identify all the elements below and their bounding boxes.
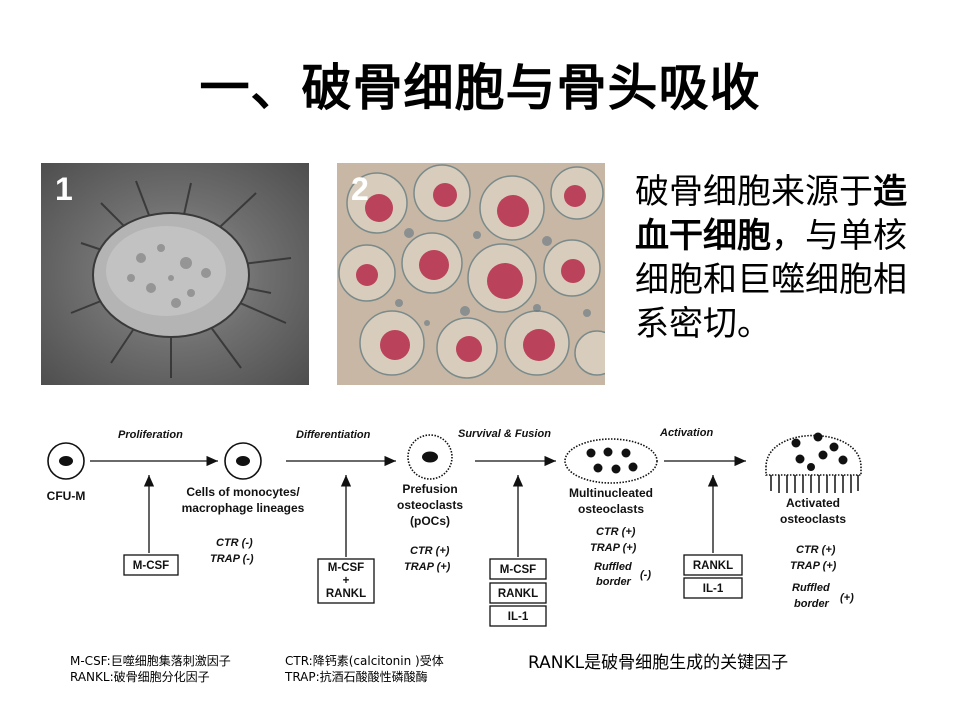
multinucleated-osteoclast-cell (564, 438, 658, 484)
photo-number-1: 1 (55, 171, 73, 207)
legend-mcsf: M-CSF:巨噬细胞集落刺激因子 (70, 654, 231, 668)
marker-ruffled-1: Ruffled (594, 561, 632, 573)
factor-plus: + (343, 575, 350, 587)
marker-ctr-pos-2: CTR (+) (596, 526, 636, 538)
factor-il1-2: IL-1 (703, 583, 724, 595)
step-survival-fusion: Survival & Fusion (458, 428, 551, 440)
marker-trap-pos-3: TRAP (+) (790, 560, 837, 572)
stained-cells-image: 2 (337, 163, 605, 385)
factor-rankl-3: RANKL (693, 560, 733, 572)
box-mcsf-2 (489, 558, 547, 580)
marker-neg: (-) (640, 569, 651, 581)
origin-text-part2: ，与单核细胞和巨噬细胞相系密切。 (635, 216, 907, 344)
label-prefusion-1: Prefusion (402, 482, 457, 496)
label-monocytes-2: macrophage lineages (182, 501, 305, 515)
marker-trap-neg: TRAP (-) (210, 553, 254, 565)
box-il1-1 (489, 605, 547, 627)
box-mcsf-rankl (317, 558, 375, 604)
monocyte-cell (224, 442, 262, 480)
cfu-m-cell (47, 442, 85, 480)
label-monocytes-1: Cells of monocytes/ (186, 485, 300, 499)
box-il1-2 (683, 577, 743, 599)
factor-il1-1: IL-1 (508, 611, 529, 623)
label-multinucleated-2: osteoclasts (578, 502, 644, 516)
label-prefusion-2: osteoclasts (397, 498, 463, 512)
factor-mcsf-3: M-CSF (500, 564, 536, 576)
origin-text-bold: 造血干细胞 (635, 172, 907, 256)
box-rankl-2 (489, 582, 547, 604)
marker-ruffled-2: Ruffled (792, 582, 830, 594)
legend-right: CTR:降钙素(calcitonin )受体 TRAP:抗酒石酸酸性磷酸酶 (285, 653, 444, 685)
factor-mcsf-2: M-CSF (328, 562, 364, 574)
sem-osteoclast-image: 1 (41, 163, 309, 385)
osteoclast-differentiation-diagram: Proliferation Differentiation Survival &… (47, 427, 862, 627)
factor-mcsf-1: M-CSF (133, 560, 169, 572)
step-proliferation: Proliferation (118, 429, 183, 441)
step-differentiation: Differentiation (296, 429, 371, 441)
label-cfu-m: CFU-M (47, 489, 86, 503)
marker-trap-pos-2: TRAP (+) (590, 542, 637, 554)
box-mcsf-1 (123, 554, 179, 576)
label-activated-1: Activated (786, 496, 840, 510)
marker-border-1: border (596, 576, 632, 588)
step-activation: Activation (659, 427, 713, 439)
rankl-key-note: RANKL是破骨细胞生成的关键因子 (528, 653, 789, 673)
osteoclast-origin-text: 破骨细胞来源于造血干细胞，与单核细胞和巨噬细胞相系密切。 (635, 170, 925, 346)
photo-number-2: 2 (351, 171, 369, 207)
legend-trap: TRAP:抗酒石酸酸性磷酸酶 (285, 670, 428, 684)
legend-rankl: RANKL:破骨细胞分化因子 (70, 670, 210, 684)
marker-trap-pos-1: TRAP (+) (404, 561, 451, 573)
slide-title: 一、破骨细胞与骨头吸收 (199, 59, 761, 117)
factor-rankl-2: RANKL (498, 588, 538, 600)
label-activated-2: osteoclasts (780, 512, 846, 526)
prefusion-osteoclast-cell (407, 434, 453, 480)
label-multinucleated-1: Multinucleated (569, 486, 653, 500)
marker-ctr-pos-3: CTR (+) (796, 544, 836, 556)
legend-left: M-CSF:巨噬细胞集落刺激因子 RANKL:破骨细胞分化因子 (70, 653, 231, 685)
origin-text-part1: 破骨细胞来源于 (635, 172, 873, 212)
label-prefusion-3: (pOCs) (410, 514, 450, 528)
box-rankl-3 (683, 554, 743, 576)
marker-border-2: border (794, 598, 830, 610)
legend-ctr: CTR:降钙素(calcitonin )受体 (285, 654, 444, 668)
marker-pos: (+) (840, 592, 854, 604)
marker-ctr-pos-1: CTR (+) (410, 545, 450, 557)
factor-rankl-1: RANKL (326, 588, 366, 600)
marker-ctr-neg: CTR (-) (216, 537, 253, 549)
activated-osteoclast-cell (765, 432, 862, 493)
